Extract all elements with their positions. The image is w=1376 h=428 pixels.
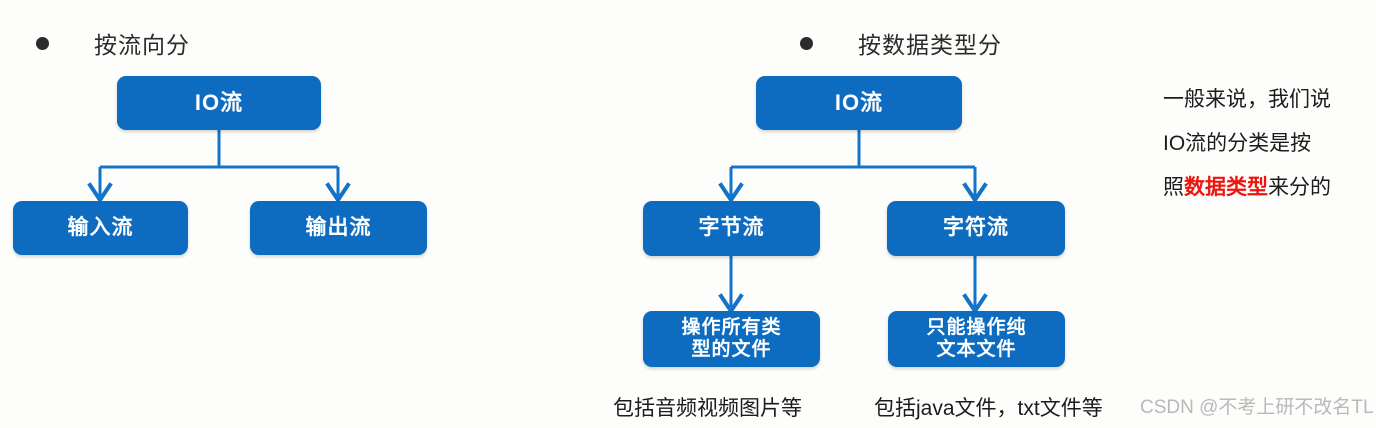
node-byte-stream-detail-line1: 操作所有类 bbox=[681, 316, 782, 338]
node-output-stream[interactable]: 输出流 bbox=[250, 201, 427, 255]
side-note-line-2: IO流的分类是按 bbox=[1163, 132, 1312, 155]
side-note-line-1: 一般来说，我们说 bbox=[1163, 88, 1331, 111]
caption-char-stream: 包括java文件，txt文件等 bbox=[874, 397, 1103, 420]
node-char-stream-detail-line2: 文本文件 bbox=[936, 339, 1017, 360]
node-right-root[interactable]: IO流 bbox=[756, 76, 962, 130]
bullet-icon bbox=[36, 36, 49, 50]
node-byte-stream[interactable]: 字节流 bbox=[643, 201, 820, 256]
right-section-heading: 按数据类型分 bbox=[800, 26, 1002, 60]
bullet-icon bbox=[800, 36, 813, 50]
node-byte-stream-detail[interactable]: 操作所有类 型的文件 bbox=[643, 311, 820, 367]
watermark: CSDN @不考上研不改名TL bbox=[1140, 397, 1374, 418]
node-char-stream[interactable]: 字符流 bbox=[887, 201, 1065, 256]
node-left-root[interactable]: IO流 bbox=[117, 76, 321, 130]
node-char-stream-detail-line1: 只能操作纯 bbox=[926, 316, 1027, 338]
left-section-heading: 按流向分 bbox=[36, 26, 190, 60]
node-input-stream[interactable]: 输入流 bbox=[13, 201, 188, 255]
side-note-highlight: 数据类型 bbox=[1184, 176, 1268, 199]
right-heading-label: 按数据类型分 bbox=[858, 32, 1002, 58]
side-note-line-3-before: 照 bbox=[1163, 176, 1184, 199]
side-note-line-3-after: 来分的 bbox=[1268, 176, 1331, 199]
side-note: 一般来说，我们说 IO流的分类是按 照数据类型来分的 bbox=[1163, 78, 1373, 210]
side-note-line-3: 照数据类型来分的 bbox=[1163, 166, 1373, 210]
left-heading-label: 按流向分 bbox=[94, 32, 190, 58]
node-char-stream-detail[interactable]: 只能操作纯 文本文件 bbox=[888, 311, 1065, 367]
node-byte-stream-detail-line2: 型的文件 bbox=[691, 339, 772, 360]
caption-byte-stream: 包括音频视频图片等 bbox=[613, 397, 802, 420]
